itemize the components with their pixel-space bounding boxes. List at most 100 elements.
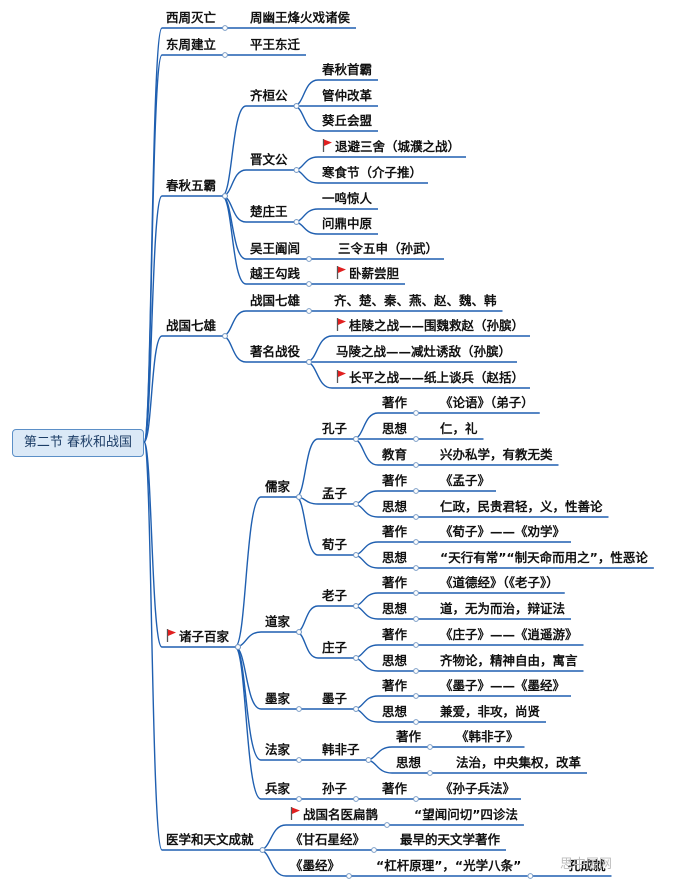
collapse-toggle-icon[interactable] bbox=[527, 873, 534, 879]
collapse-toggle-icon[interactable] bbox=[353, 706, 359, 712]
collapse-toggle-icon[interactable] bbox=[413, 642, 419, 648]
n-yue-node[interactable]: 越王勾践 bbox=[250, 266, 300, 282]
collapse-toggle-icon[interactable] bbox=[306, 359, 312, 365]
n-mojing-1-node[interactable]: “杠杆原理”，“光学八条” bbox=[376, 858, 521, 874]
n-lao-a-node[interactable]: 著作 bbox=[382, 575, 407, 591]
n-chu-1-node[interactable]: 一鸣惊人 bbox=[322, 191, 372, 207]
collapse-toggle-icon[interactable] bbox=[371, 847, 377, 853]
n-yue-1-node[interactable]: 卧薪尝胆 bbox=[336, 266, 399, 282]
collapse-toggle-icon[interactable] bbox=[293, 103, 300, 109]
collapse-toggle-icon[interactable] bbox=[306, 256, 312, 262]
n-zhuang-a-node[interactable]: 著作 bbox=[382, 627, 407, 643]
collapse-toggle-icon[interactable] bbox=[222, 52, 228, 58]
collapse-toggle-icon[interactable] bbox=[427, 770, 433, 776]
n-meng-b1-node[interactable]: 仁政，民贵君轻，义，性善论 bbox=[440, 499, 603, 515]
n-han-b-node[interactable]: 思想 bbox=[396, 755, 421, 771]
n-xizhou-1-node[interactable]: 周幽王烽火戏诸侯 bbox=[250, 10, 350, 26]
n-qi-2-node[interactable]: 管仲改革 bbox=[322, 88, 372, 104]
collapse-toggle-icon[interactable] bbox=[413, 488, 419, 494]
n-mozi-a1-node[interactable]: 《墨子》——《墨经》 bbox=[440, 678, 565, 694]
n-kong-node[interactable]: 孔子 bbox=[322, 421, 347, 437]
n-han-a-node[interactable]: 著作 bbox=[396, 729, 421, 745]
n-zhuang-b1-node[interactable]: 齐物论，精神自由，寓言 bbox=[440, 653, 578, 669]
n-zhanyi-2-node[interactable]: 马陵之战——减灶诱敌（孙膑） bbox=[336, 344, 511, 360]
collapse-toggle-icon[interactable] bbox=[235, 644, 241, 650]
n-chu-2-node[interactable]: 问鼎中原 bbox=[322, 216, 372, 232]
n-qi-1-node[interactable]: 春秋首霸 bbox=[322, 62, 372, 78]
n-kong-b-node[interactable]: 思想 bbox=[382, 421, 407, 437]
n-zhanguo-node[interactable]: 战国七雄 bbox=[166, 318, 216, 334]
n-meng-a1-node[interactable]: 《孟子》 bbox=[440, 473, 490, 489]
n-lao-b-node[interactable]: 思想 bbox=[382, 601, 407, 617]
n-zhuang-a1-node[interactable]: 《庄子》——《逍遥游》 bbox=[440, 627, 578, 643]
n-qi-3-node[interactable]: 葵丘会盟 bbox=[322, 113, 372, 129]
n-mozi-b1-node[interactable]: 兼爱，非攻，尚贤 bbox=[440, 704, 540, 720]
n-mozi-node[interactable]: 墨子 bbox=[322, 691, 347, 707]
n-lao-node[interactable]: 老子 bbox=[322, 588, 347, 604]
n-han-node[interactable]: 韩非子 bbox=[322, 742, 360, 758]
n-kong-a1-node[interactable]: 《论语》（弟子） bbox=[440, 395, 534, 411]
collapse-toggle-icon[interactable] bbox=[353, 603, 359, 609]
n-kong-c1-node[interactable]: 兴办私学，有教无类 bbox=[440, 447, 553, 463]
collapse-toggle-icon[interactable] bbox=[427, 744, 433, 750]
collapse-toggle-icon[interactable] bbox=[413, 719, 419, 725]
n-mojing-node[interactable]: 《墨经》 bbox=[290, 858, 340, 874]
n-zhanyi-1-node[interactable]: 桂陵之战——围魏救赵（孙膑） bbox=[336, 318, 524, 334]
n-bianque-1-node[interactable]: “望闻问切”四诊法 bbox=[414, 807, 518, 823]
collapse-toggle-icon[interactable] bbox=[413, 693, 419, 699]
collapse-toggle-icon[interactable] bbox=[296, 494, 302, 500]
n-lao-a1-node[interactable]: 《道德经》（《老子》） bbox=[440, 575, 559, 591]
collapse-toggle-icon[interactable] bbox=[413, 410, 419, 416]
n-zhanyi-node[interactable]: 著名战役 bbox=[250, 344, 300, 360]
n-xizhou-node[interactable]: 西周灭亡 bbox=[166, 10, 216, 26]
n-xun-a-node[interactable]: 著作 bbox=[382, 524, 407, 540]
collapse-toggle-icon[interactable] bbox=[259, 847, 266, 853]
n-chunqiu-node[interactable]: 春秋五霸 bbox=[166, 178, 216, 194]
collapse-toggle-icon[interactable] bbox=[222, 193, 228, 199]
collapse-toggle-icon[interactable] bbox=[353, 796, 359, 802]
collapse-toggle-icon[interactable] bbox=[222, 333, 228, 339]
n-mozi-a-node[interactable]: 著作 bbox=[382, 678, 407, 694]
n-ganshi-1-node[interactable]: 最早的天文学著作 bbox=[400, 832, 500, 848]
collapse-toggle-icon[interactable] bbox=[293, 219, 300, 225]
n-zhuang-node[interactable]: 庄子 bbox=[322, 640, 347, 656]
n-xun-b-node[interactable]: 思想 bbox=[382, 550, 407, 566]
collapse-toggle-icon[interactable] bbox=[296, 706, 302, 712]
n-jin-2-node[interactable]: 寒食节（介子推） bbox=[322, 165, 422, 181]
n-jin-node[interactable]: 晋文公 bbox=[250, 152, 288, 168]
collapse-toggle-icon[interactable] bbox=[353, 552, 359, 558]
n-mojia-node[interactable]: 墨家 bbox=[265, 691, 290, 707]
n-jin-1-node[interactable]: 退避三舍（城濮之战） bbox=[322, 139, 460, 155]
n-dongzhou-node[interactable]: 东周建立 bbox=[166, 37, 216, 53]
n-sun-a-node[interactable]: 著作 bbox=[382, 781, 407, 797]
n-dongzhou-1-node[interactable]: 平王东迁 bbox=[250, 37, 300, 53]
collapse-toggle-icon[interactable] bbox=[353, 655, 359, 661]
n-meng-a-node[interactable]: 著作 bbox=[382, 473, 407, 489]
collapse-toggle-icon[interactable] bbox=[296, 629, 302, 635]
root-topic[interactable]: 第二节 春秋和战国 bbox=[12, 429, 144, 457]
n-qixiong-node[interactable]: 战国七雄 bbox=[250, 293, 300, 309]
collapse-toggle-icon[interactable] bbox=[413, 616, 419, 622]
n-han-a1-node[interactable]: 《韩非子》 bbox=[456, 729, 519, 745]
n-bianque-node[interactable]: 战国名医扁鹊 bbox=[290, 807, 378, 823]
n-fa-node[interactable]: 法家 bbox=[265, 742, 290, 758]
collapse-toggle-icon[interactable] bbox=[413, 668, 419, 674]
collapse-toggle-icon[interactable] bbox=[353, 501, 359, 507]
collapse-toggle-icon[interactable] bbox=[413, 590, 419, 596]
n-sun-node[interactable]: 孙子 bbox=[322, 781, 347, 797]
collapse-toggle-icon[interactable] bbox=[365, 757, 372, 763]
n-qi-node[interactable]: 齐桓公 bbox=[250, 88, 288, 104]
n-kong-c-node[interactable]: 教育 bbox=[382, 447, 407, 463]
n-han-b1-node[interactable]: 法治，中央集权，改革 bbox=[456, 755, 581, 771]
n-bing-node[interactable]: 兵家 bbox=[265, 781, 290, 797]
n-xun-node[interactable]: 荀子 bbox=[322, 537, 347, 553]
collapse-toggle-icon[interactable] bbox=[293, 167, 300, 173]
n-mozi-b-node[interactable]: 思想 bbox=[382, 704, 407, 720]
n-ru-node[interactable]: 儒家 bbox=[265, 479, 290, 495]
collapse-toggle-icon[interactable] bbox=[413, 462, 419, 468]
collapse-toggle-icon[interactable] bbox=[413, 539, 419, 545]
n-zhuzi-node[interactable]: 诸子百家 bbox=[166, 629, 229, 645]
collapse-toggle-icon[interactable] bbox=[413, 796, 419, 802]
n-lao-b1-node[interactable]: 道，无为而治，辩证法 bbox=[440, 601, 565, 617]
n-xun-a1-node[interactable]: 《荀子》——《劝学》 bbox=[440, 524, 565, 540]
